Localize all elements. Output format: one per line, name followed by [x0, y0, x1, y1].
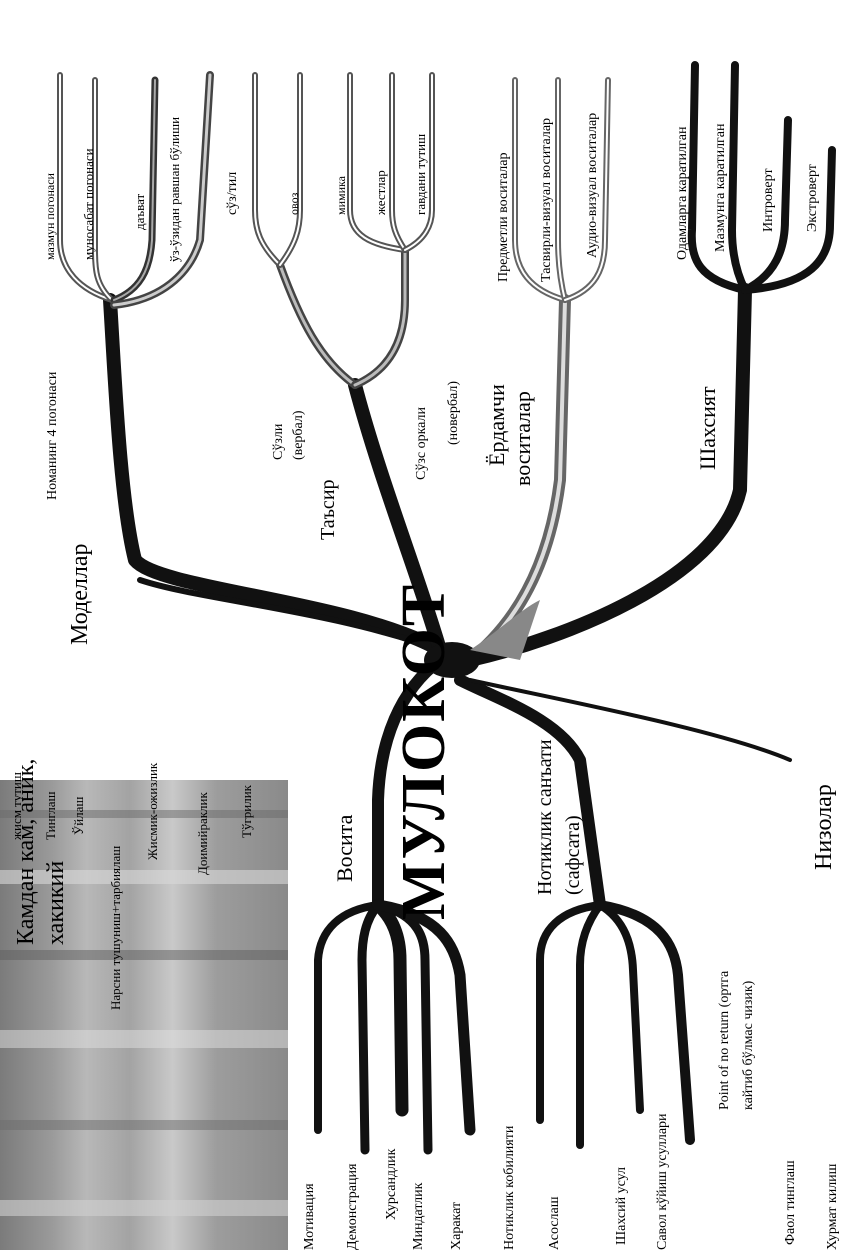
means-leaf-mindatlik: Миндатлик — [411, 1182, 426, 1250]
influence-nonverbal-label: Сўзс оркали — [414, 407, 429, 480]
means-leaf-demonstratsiya: Демонстрация — [345, 1163, 360, 1250]
influence-title: Таъсир — [317, 479, 339, 540]
means-leaf-motivatsiya: Мотивация — [302, 1183, 317, 1250]
branch-models-leaf-2 — [92, 77, 115, 303]
branch-influence-split-nonverbal — [351, 246, 409, 389]
branch-means-trunk — [372, 654, 446, 911]
point-of-no-return-line2: кайтиб бўлмас чизик) — [741, 980, 756, 1110]
models-subtitle: Номанинг 4 погонаси — [45, 371, 60, 500]
influence-leaf-zhestlar: жестлар — [373, 170, 388, 215]
top-left-line2: хакикий — [43, 860, 69, 945]
branch-person-leaf-2 — [728, 61, 749, 294]
means-title: Восита — [332, 814, 357, 882]
center-hub — [424, 642, 480, 678]
left-list-item-5: Жисмик-ожизлик — [145, 762, 160, 860]
branch-aids-leaf-1-inner — [514, 79, 566, 301]
models-leaf-2: муносабат погонаси — [81, 148, 96, 260]
photo-strip — [0, 780, 288, 1250]
branch-person-leaf-3 — [741, 116, 792, 294]
aids-leaf-2: Тасвирли-визуал воситалар — [539, 117, 554, 282]
means-leaf-xarakat: Харакат — [449, 1201, 464, 1250]
branch-models-leaf-3 — [110, 76, 159, 304]
branch-oratory-trunk — [454, 674, 606, 911]
branch-person-leaf-4 — [741, 146, 836, 294]
models-leaf-1: мазмун погонаси — [43, 173, 57, 260]
influence-verbal-paren: (вербал) — [291, 410, 306, 460]
branch-aids-leaf-2-inner — [557, 79, 566, 301]
oratory-leaf-2: Асослаш — [547, 1196, 562, 1250]
branch-influence-leaf-1-inner — [254, 74, 281, 266]
left-list-item-1: жисм тутиш — [9, 772, 24, 840]
branch-influence-leaf-3 — [347, 72, 408, 253]
branch-influence-trunk — [348, 378, 447, 657]
person-leaf-1: Одамларга каратилган — [675, 126, 690, 260]
oratory-title-1: Нотиклик санъати — [534, 739, 556, 895]
influence-nonverbal-paren: (новербал) — [446, 380, 461, 445]
left-list-item-3: Ўйлаш — [71, 796, 86, 835]
branch-aids-leaf-3-inner — [564, 79, 609, 301]
branch-models-leaf-4 — [110, 71, 214, 309]
oratory-leaf-4: Савол кўйиш усуллари — [655, 1113, 670, 1250]
branch-person-leaf-1 — [687, 61, 749, 294]
point-of-no-return-line1: Point of no return (ортга — [717, 970, 732, 1110]
branch-models-leaf-3-inner — [113, 79, 156, 301]
branch-models-leaf-1-inner — [59, 74, 113, 301]
branch-oratory-leaf-2 — [576, 901, 604, 1149]
branch-disputes-stub — [468, 678, 792, 762]
person-title: Шахсият — [695, 386, 720, 470]
branch-influence-leaf-2-inner — [279, 74, 301, 266]
aids-root-grey — [470, 600, 540, 660]
oratory-leaf-3: Шахсий усул — [614, 1166, 629, 1245]
bottom-right-active-listening: Фаол тинглаш — [783, 1160, 798, 1245]
influence-leaf-mimika: мимика — [334, 175, 348, 215]
left-list-item-6: Доимийраклик — [195, 792, 210, 875]
branch-means-leaf-5 — [372, 899, 476, 1136]
influence-verbal-label: Сўзли — [271, 423, 286, 460]
aids-title-1: Ёрдамчи — [484, 384, 509, 466]
center-title: МУЛОКОТ — [390, 582, 458, 920]
models-leaf-4: ўз-ўзидан равшан бўлиши — [167, 116, 182, 262]
branch-models-trunk-taper — [137, 577, 443, 653]
branch-models-leaf-2-inner — [94, 79, 113, 301]
person-leaf-2: Мазмунга каратилган — [713, 123, 728, 252]
branch-influence-leaf-5-inner — [404, 74, 433, 251]
branch-influence-leaf-4-inner — [391, 74, 406, 251]
branch-oratory-leaf-3 — [596, 901, 644, 1114]
oratory-leaf-1: Нотиклик кобилияти — [502, 1125, 517, 1250]
branch-means-leaf-1 — [314, 901, 382, 1134]
means-leaf-xursandlik: Хурсандлик — [384, 1148, 399, 1220]
aids-title-2: воситалар — [510, 391, 535, 486]
branch-oratory-leaf-4 — [595, 900, 695, 1145]
disputes-title: Низолар — [811, 784, 837, 870]
person-leaf-3: Интроверт — [761, 168, 776, 232]
branch-influence-split-verbal-inner — [278, 263, 357, 387]
influence-leaf-gavdani: гавдани тутиш — [413, 133, 428, 215]
branch-models-trunk — [103, 293, 447, 657]
branch-means-leaf-2 — [357, 900, 383, 1155]
branch-influence-split-verbal — [276, 261, 359, 389]
models-title: Моделлар — [67, 543, 93, 645]
aids-leaf-3: Аудио-визуал воситалар — [585, 112, 600, 258]
influence-leaf-sozltil: сўз/тил — [225, 171, 240, 215]
models-leaf-3: даъват — [132, 193, 147, 230]
person-leaf-4: Экстроверт — [805, 164, 820, 232]
branch-influence-split-nonverbal-inner — [353, 248, 407, 387]
bottom-right-respect: Хурмат килиш — [825, 1163, 840, 1250]
left-list-item-4: Нарсни тушуниш+тарбиялаш — [108, 845, 123, 1010]
branch-oratory-leaf-1 — [536, 901, 604, 1124]
branch-influence-leaf-3-inner — [349, 74, 406, 251]
left-list-item-2: Тинглаш — [43, 791, 58, 840]
influence-leaf-ovoz: овоз — [287, 192, 301, 215]
oratory-title-2: (сафсата) — [562, 815, 584, 895]
aids-leaf-1: Предметли воситалар — [496, 152, 511, 282]
branch-means-leaf-3 — [371, 898, 409, 1117]
branch-models-leaf-4-inner — [112, 73, 212, 307]
left-list-item-7: Тўгрилик — [239, 785, 254, 838]
